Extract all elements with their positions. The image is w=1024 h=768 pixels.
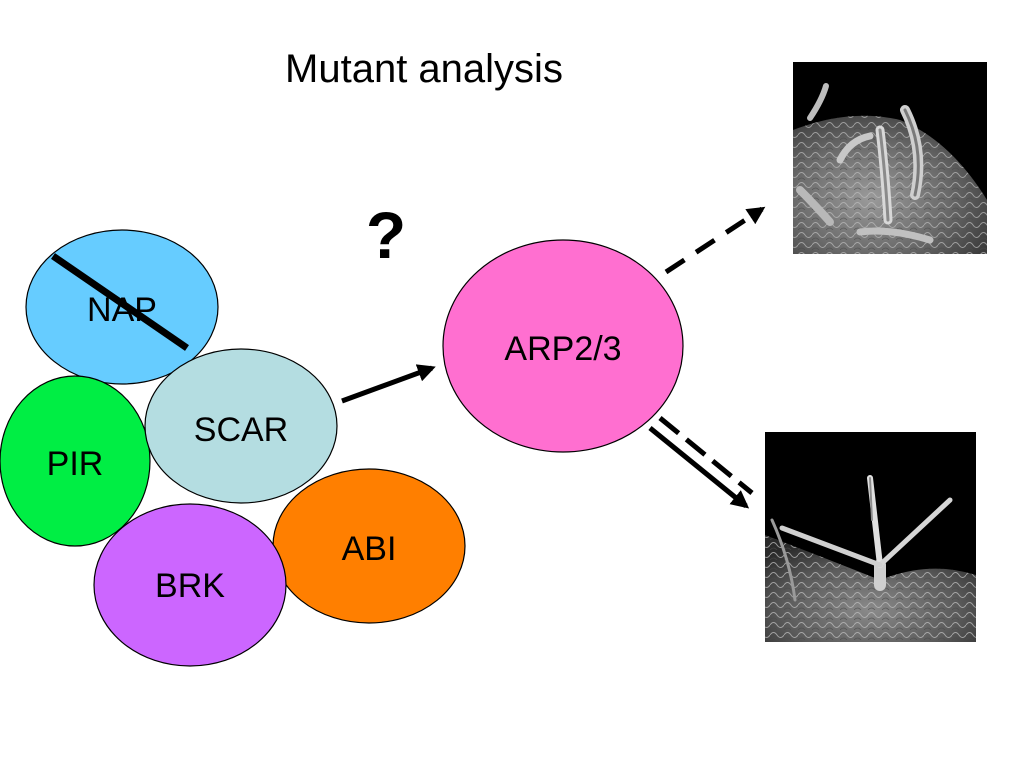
node-pir-label: PIR bbox=[47, 445, 104, 483]
nap-crossout-line bbox=[51, 253, 189, 351]
arrow-scar-to-arp23 bbox=[341, 364, 436, 404]
complex-group: NAP PIR ABI SCAR BRK bbox=[0, 229, 466, 667]
node-scar bbox=[144, 348, 338, 504]
node-brk-label: BRK bbox=[155, 567, 225, 605]
node-arp23-label: ARP2/3 bbox=[504, 330, 621, 368]
node-scar-label: SCAR bbox=[194, 411, 288, 449]
node-abi-label: ABI bbox=[342, 530, 397, 568]
slide-title: Mutant analysis bbox=[285, 47, 563, 91]
branched-trichome-sem-icon bbox=[770, 475, 953, 602]
arrow-arp23-to-bottom-image bbox=[648, 416, 754, 509]
question-mark: ? bbox=[366, 198, 406, 272]
node-arp23 bbox=[442, 239, 684, 453]
node-brk bbox=[93, 503, 287, 667]
node-pir bbox=[0, 375, 151, 547]
arrow-arp23-to-top-image bbox=[664, 206, 766, 275]
top-sem-image bbox=[793, 62, 987, 254]
bottom-sem-image bbox=[765, 432, 976, 642]
distorted-trichome-sem-icon bbox=[796, 83, 934, 244]
